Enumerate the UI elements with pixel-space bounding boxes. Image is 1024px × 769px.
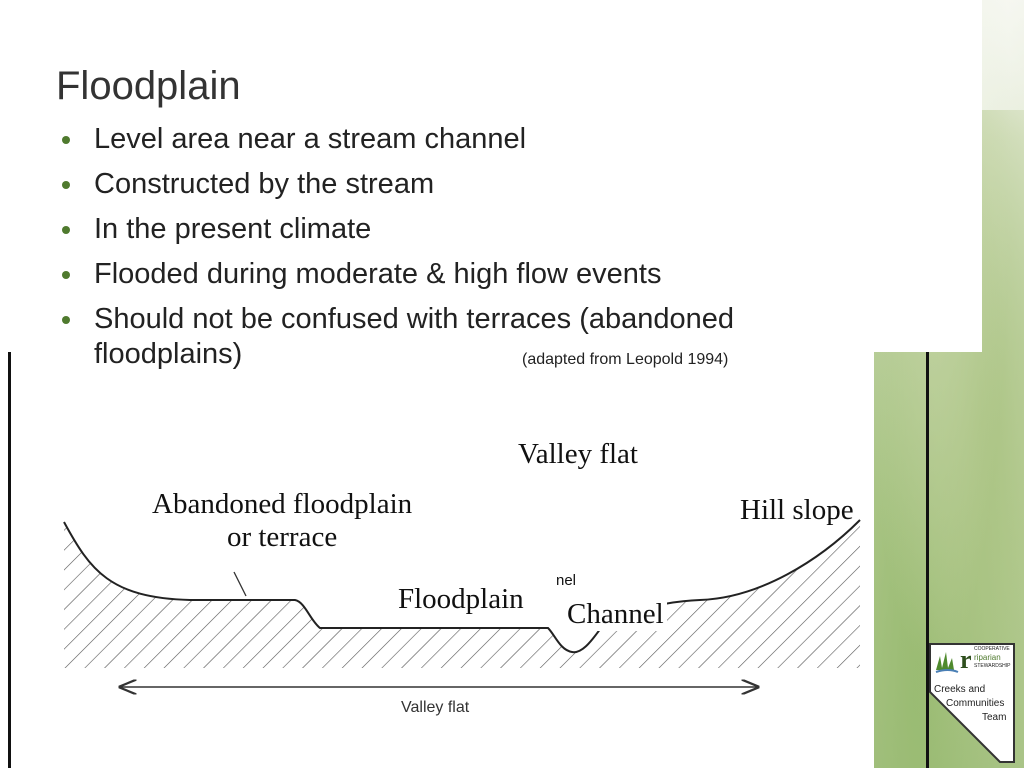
- logo-brand: riparian: [974, 653, 1001, 662]
- bullet-dot-icon: [62, 226, 70, 234]
- slide-title: Floodplain: [56, 64, 241, 108]
- diagram-frame-right: [926, 352, 929, 768]
- bullet-item: Should not be confused with terraces (ab…: [60, 302, 880, 372]
- abandoned-floodplain-line2: or terrace: [226, 521, 338, 554]
- bullet-text: Should not be confused with terraces (ab…: [94, 303, 735, 370]
- bullet-list: Level area near a stream channel Constru…: [60, 122, 880, 382]
- svg-text:r: r: [960, 645, 972, 674]
- bullet-dot-icon: [62, 316, 70, 324]
- creeks-communities-logo: r COOPERATIVE riparian STEWARDSHIP Creek…: [928, 642, 1018, 764]
- text-panel: [0, 0, 982, 352]
- hill-slope-label: Hill slope: [740, 494, 854, 526]
- logo-line2: Communities: [946, 698, 1005, 709]
- logo-line3: Team: [982, 712, 1007, 723]
- channel-underlying-label: nel: [556, 572, 577, 589]
- bullet-item: In the present climate: [60, 212, 880, 247]
- bullet-item: Flooded during moderate & high flow even…: [60, 257, 880, 292]
- bullet-dot-icon: [62, 271, 70, 279]
- bullet-dot-icon: [62, 181, 70, 189]
- bullet-dot-icon: [62, 136, 70, 144]
- logo-top-small: COOPERATIVE: [974, 646, 1010, 652]
- channel-label: Channel: [564, 598, 667, 632]
- citation: (adapted from Leopold 1994): [522, 351, 729, 368]
- valley-flat-bottom-label: Valley flat: [401, 699, 470, 716]
- bullet-item: Level area near a stream channel: [60, 122, 880, 157]
- abandoned-floodplain-label: Abandoned floodplain or terrace: [152, 488, 412, 555]
- diagram-frame-left: [8, 352, 11, 768]
- logo-sub: STEWARDSHIP: [974, 663, 1011, 669]
- valley-flat-label: Valley flat: [518, 438, 638, 470]
- bullet-text: Level area near a stream channel: [94, 123, 527, 155]
- logo-line1: Creeks and: [934, 684, 986, 695]
- bullet-item: Constructed by the stream: [60, 167, 880, 202]
- terrace-leader-line: [233, 571, 247, 597]
- ground-profile: [63, 519, 861, 654]
- bullet-text: Constructed by the stream: [94, 168, 435, 200]
- bullet-text: In the present climate: [94, 213, 372, 245]
- abandoned-floodplain-line1: Abandoned floodplain: [152, 488, 413, 520]
- floodplain-label: Floodplain: [396, 583, 526, 617]
- bullet-text: Flooded during moderate & high flow even…: [94, 258, 662, 290]
- nevada-outline-icon: r: [929, 643, 1015, 763]
